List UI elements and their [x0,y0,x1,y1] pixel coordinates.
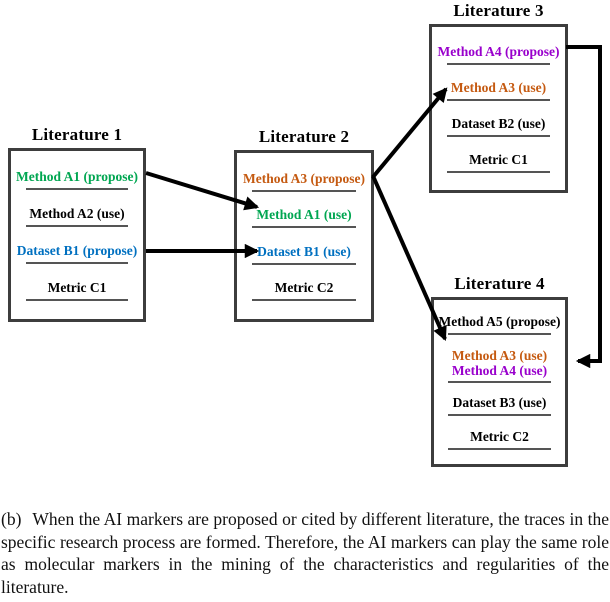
lit3-item-method-a4: Method A4 (propose) [432,44,565,65]
literature-3-title: Literature 3 [453,1,544,20]
marker-label: Dataset B1 (use) [257,243,351,259]
underline [448,414,551,417]
underline [251,189,357,192]
marker-label: Metric C2 [470,428,529,444]
marker-label: Method A4 (use) [451,362,548,378]
literature-4-box: Method A5 (propose) Method A3 (use) Meth… [431,297,568,467]
marker-label: Method A3 (use) [450,80,547,95]
underline [251,262,357,265]
underline [448,380,551,383]
literature-1-title: Literature 1 [31,125,123,144]
marker-label: Method A2 (use) [29,206,125,221]
marker-label: Metric C1 [469,152,528,167]
marker-label: Method A1 (use) [256,207,352,223]
literature-3-group: Literature 3 Method A4 (propose) Method … [429,0,568,193]
marker-label: Method A5 (propose) [438,314,561,330]
lit2-item-method-a3: Method A3 (propose) [237,171,371,192]
underline [446,135,551,137]
underline [25,188,129,190]
caption-label: (b) [1,509,22,529]
lit3-item-method-a3: Method A3 (use) [432,80,565,101]
lit1-item-method-a2: Method A2 (use) [11,206,143,227]
underline [251,226,357,229]
lit2-item-metric-c2: Metric C2 [237,280,371,302]
lit4-item-method-a5: Method A5 (propose) [434,314,565,336]
lit1-item-method-a1: Method A1 (propose) [11,169,143,190]
marker-label: Method A1 (propose) [15,169,138,184]
marker-label: Method A4 (propose) [437,44,560,59]
underline [448,333,551,336]
literature-2-group: Literature 2 Method A3 (propose) Method … [234,126,374,322]
literature-2-box: Method A3 (propose) Method A1 (use) Data… [234,150,374,322]
lit3-item-metric-c1: Metric C1 [432,152,565,173]
lit4-item-metric-c2: Metric C2 [434,429,565,450]
caption-text: When the AI markers are proposed or cite… [1,509,609,597]
figure-caption: (b)When the AI markers are proposed or c… [1,508,609,598]
literature-3-box: Method A4 (propose) Method A3 (use) Data… [429,24,568,193]
lit3-item-dataset-b2: Dataset B2 (use) [432,116,565,137]
marker-label: Method A3 (propose) [242,170,365,186]
marker-label: Dataset B3 (use) [452,395,547,411]
marker-label: Method A3 (use) [451,347,548,363]
underline [25,225,129,227]
lit1-item-metric-c1: Metric C1 [11,280,143,301]
literature-2-title: Literature 2 [258,127,350,146]
lit4-item-method-a3-a4: Method A3 (use) Method A4 (use) [434,348,565,383]
lit4-item-dataset-b3: Dataset B3 (use) [434,395,565,417]
lit2-item-method-a1: Method A1 (use) [237,207,371,229]
arrow-method-a4-lit3-to-lit4 [566,45,602,369]
underline [25,262,129,264]
underline [446,99,551,101]
lit2-item-dataset-b1: Dataset B1 (use) [237,244,371,265]
marker-label: Dataset B1 (propose) [16,243,138,258]
underline [251,299,357,302]
underline [448,447,551,450]
underline [446,63,551,65]
underline [446,171,551,173]
underline [25,299,129,301]
marker-label: Metric C1 [47,280,107,295]
marker-label: Metric C2 [274,280,334,296]
literature-1-group: Literature 1 Method A1 (propose) Method … [8,124,146,322]
literature-4-title: Literature 4 [454,274,545,293]
literature-1-box: Method A1 (propose) Method A2 (use) Data… [8,148,146,322]
marker-label: Dataset B2 (use) [451,116,546,131]
literature-4-group: Literature 4 Method A5 (propose) Method … [431,273,568,467]
lit1-item-dataset-b1: Dataset B1 (propose) [11,243,143,264]
